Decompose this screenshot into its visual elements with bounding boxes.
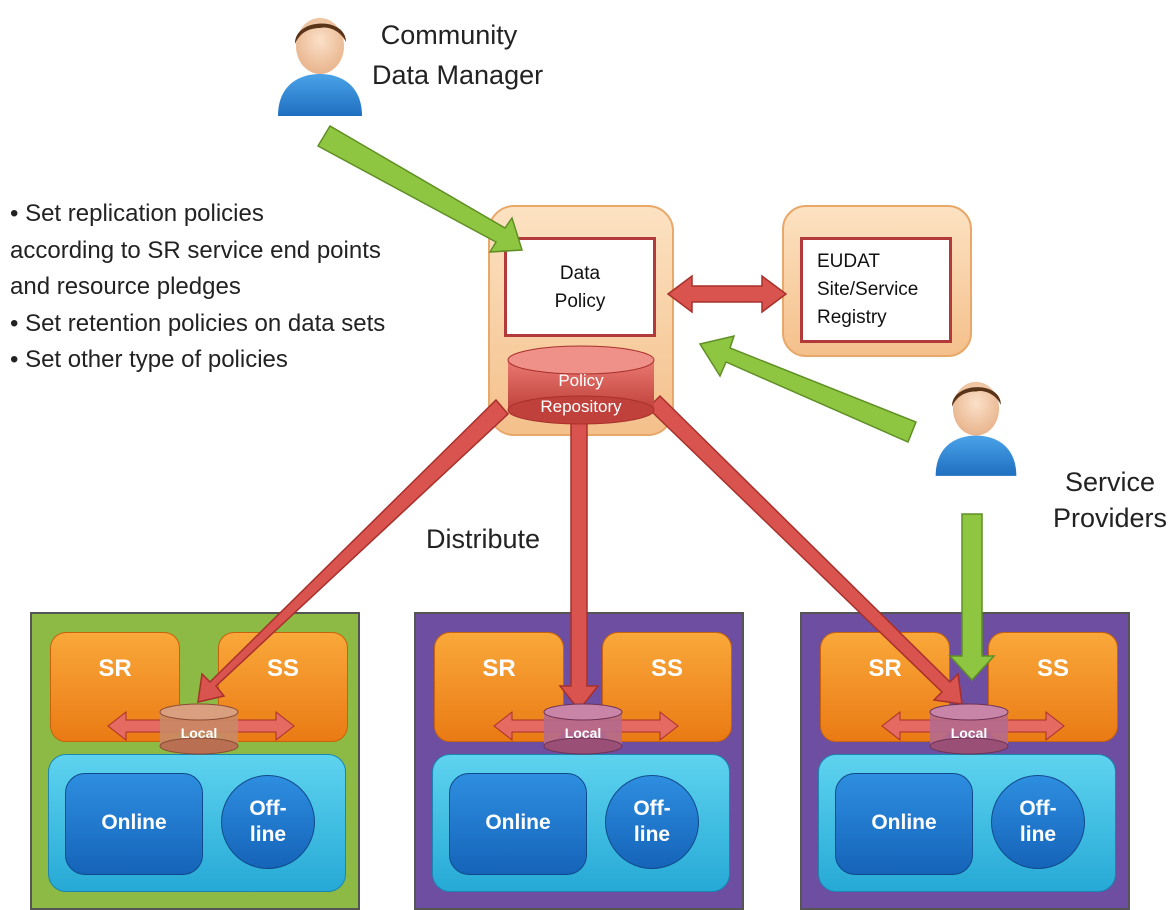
distribute-label: Distribute <box>426 524 541 554</box>
policy-bullet-list: • Set replication policies according to … <box>10 196 490 379</box>
site3-local-database-icon: Local <box>929 703 1009 755</box>
red-arrow-distribute-site3 <box>646 394 963 705</box>
service-provider-person-icon <box>935 381 1017 476</box>
data-policy-box: Data Policy <box>504 237 656 337</box>
ss-label: SS <box>650 655 683 682</box>
repo-line1: Policy <box>558 371 604 390</box>
bullet-line: • Set retention policies on data sets <box>10 309 386 337</box>
offline-storage: Off-line <box>991 775 1085 869</box>
storage-panel: Online Off-line <box>48 754 346 892</box>
online-label: Online <box>101 811 167 834</box>
online-label: Online <box>485 811 551 834</box>
green-arrow-provider-to-site <box>948 513 996 682</box>
community-label-line1: Community <box>380 20 518 50</box>
offline-line2: line <box>1019 823 1057 846</box>
offline-line1: Off- <box>633 797 671 820</box>
green-arrow-manager <box>316 124 524 253</box>
service-providers-label: Service Providers <box>1050 464 1170 536</box>
offline-line2: line <box>633 823 671 846</box>
site2-local-label: Local <box>565 725 602 741</box>
community-manager-person-icon <box>278 18 362 116</box>
bullet-line: • Set other type of policies <box>10 346 288 373</box>
online-label: Online <box>871 811 937 834</box>
online-storage: Online <box>65 773 203 875</box>
storage-panel: Online Off-line <box>432 754 730 892</box>
registry-line3: Registry <box>817 307 887 328</box>
registry-inner: EUDAT Site/Service Registry <box>800 237 952 343</box>
sr-label: SR <box>98 655 132 682</box>
offline-line2: line <box>249 823 287 846</box>
community-manager-label-2: Data Manager <box>372 58 543 92</box>
offline-line1: Off- <box>249 797 287 820</box>
sr-label: SR <box>482 655 516 682</box>
bullet-line: • Set replication policies <box>10 200 264 227</box>
bullet-line: according to SR service end points <box>10 236 381 264</box>
site2-local-database-icon: Local <box>543 703 623 755</box>
red-arrow-distribute-site2 <box>558 419 600 712</box>
data-policy-line1: Data <box>559 263 601 284</box>
policy-repository-database-icon: Policy Repository <box>507 345 655 425</box>
site1-local-label: Local <box>181 725 218 741</box>
bullet-line: and resource pledges <box>10 273 241 300</box>
offline-storage: Off-line <box>221 775 315 869</box>
offline-storage: Off-line <box>605 775 699 869</box>
sr-label: SR <box>868 655 902 682</box>
offline-line1: Off- <box>1019 797 1057 820</box>
online-storage: Online <box>835 773 973 875</box>
registry-box: EUDAT Site/Service Registry <box>782 205 972 357</box>
site1-local-database-icon: Local <box>159 703 239 755</box>
site-2: SR SS Online Off-line <box>414 612 744 910</box>
providers-line2: Providers <box>1052 503 1168 533</box>
green-arrow-provider-to-hub <box>698 334 917 443</box>
ss-label: SS <box>1036 655 1069 682</box>
storage-panel: Online Off-line <box>818 754 1116 892</box>
community-manager-label: Community <box>374 18 524 52</box>
red-double-arrow-registry <box>666 274 788 314</box>
repo-line2: Repository <box>540 397 622 416</box>
registry-line1: EUDAT <box>817 251 880 272</box>
registry-line2: Site/Service <box>817 279 919 300</box>
ss-label: SS <box>266 655 299 682</box>
community-label-line2: Data Manager <box>372 60 544 90</box>
data-policy-line2: Policy <box>554 291 606 312</box>
online-storage: Online <box>449 773 587 875</box>
site-1: SR SS Online Off-line <box>30 612 360 910</box>
red-arrow-distribute-site1 <box>197 398 510 703</box>
site3-local-label: Local <box>951 725 988 741</box>
providers-line1: Service <box>1064 467 1156 497</box>
